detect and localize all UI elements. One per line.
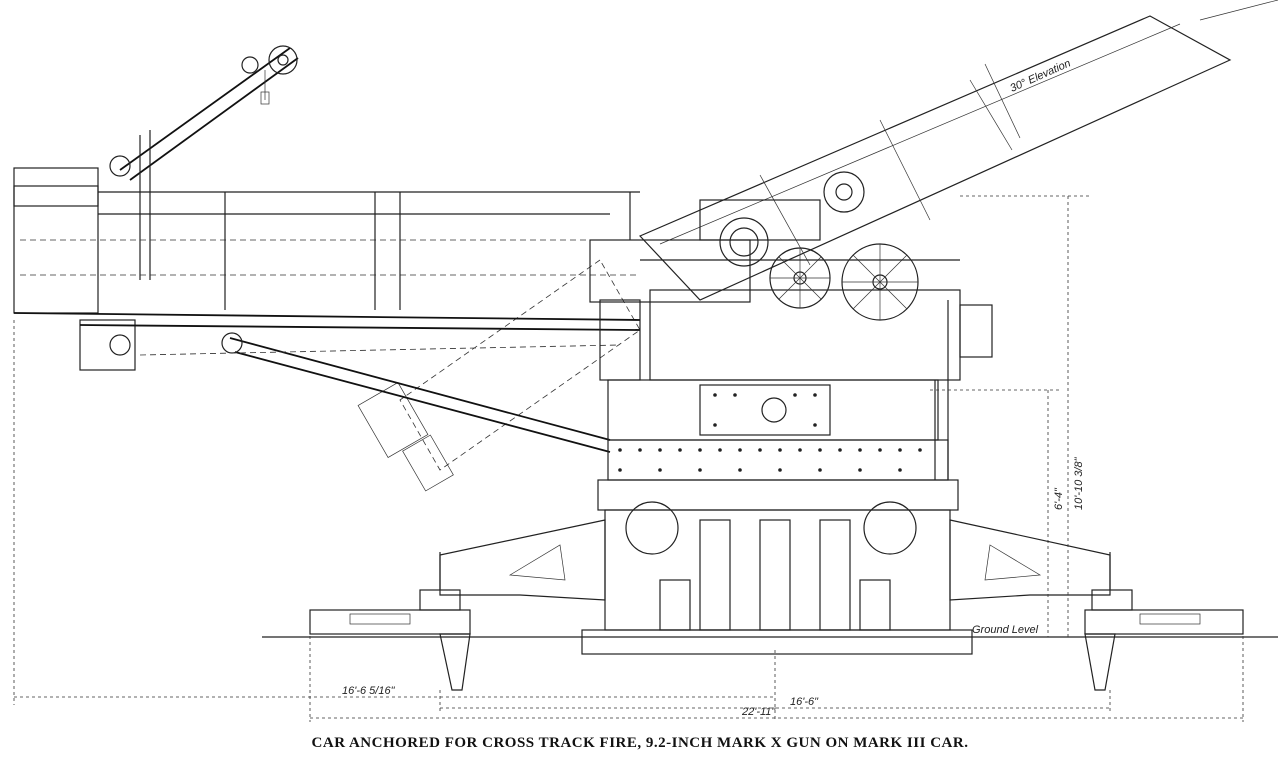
outrigger-boom bbox=[13, 312, 641, 453]
dim-left: 16'-6 5/16" bbox=[342, 685, 396, 697]
dim-height-lower: 6'-4" bbox=[1053, 487, 1065, 510]
dim-mid: 16'-6" bbox=[790, 696, 819, 708]
right-outrigger bbox=[949, 519, 1244, 691]
left-platform bbox=[13, 167, 640, 371]
hand-railing bbox=[98, 191, 640, 310]
length-dimensions bbox=[13, 320, 1244, 722]
figure-caption: CAR ANCHORED FOR CROSS TRACK FIRE, 9.2-I… bbox=[311, 735, 969, 751]
gun-barrel-depressed bbox=[357, 259, 641, 492]
gun-barrel-elevated bbox=[638, 0, 1279, 301]
ground-level-label: Ground Level bbox=[972, 624, 1039, 636]
gun-carriage bbox=[589, 171, 993, 381]
rivets bbox=[618, 393, 922, 472]
height-dimensions bbox=[930, 195, 1090, 637]
left-outrigger bbox=[309, 519, 606, 691]
dim-height-upper: 10'-10 3/8" bbox=[1073, 456, 1085, 510]
truck-bogie bbox=[581, 501, 973, 655]
dim-total: 22'-11" bbox=[741, 706, 776, 718]
crane-jib bbox=[109, 45, 299, 280]
car-body bbox=[597, 300, 959, 511]
